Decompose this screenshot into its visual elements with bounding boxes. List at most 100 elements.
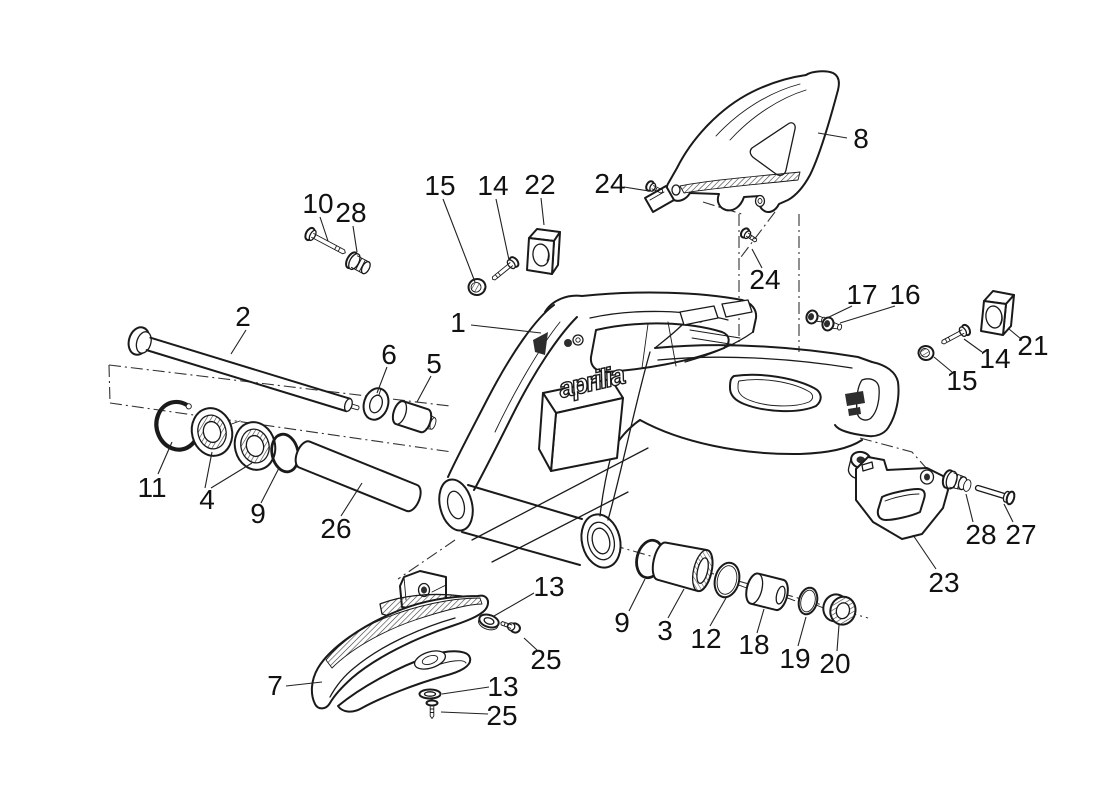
- callout-leader-23: [912, 534, 937, 570]
- callout-label-19: 19: [779, 643, 810, 674]
- callout-leader-24: [623, 186, 650, 192]
- part-15-nut: [917, 344, 935, 362]
- part-18-bushing: [745, 572, 796, 611]
- callout-label-4: 4: [199, 484, 215, 515]
- callout-label-20: 20: [819, 648, 850, 679]
- callout-label-14: 14: [477, 170, 508, 201]
- callout-leader-22: [540, 197, 545, 226]
- callout-leader-21: [1008, 328, 1022, 340]
- callout-leader-15: [933, 356, 953, 373]
- callout-label-10: 10: [302, 188, 333, 219]
- callout-label-9: 9: [614, 607, 630, 638]
- slider-mount-line: [397, 539, 456, 580]
- part-19-ring: [797, 586, 825, 616]
- part-14-bolt: [941, 323, 972, 345]
- callout-label-15: 15: [424, 170, 455, 201]
- callout-leader-10: [319, 216, 329, 242]
- callout-leader-2: [230, 329, 247, 355]
- axle-axis-line: [108, 364, 451, 407]
- callout-label-17: 17: [846, 279, 877, 310]
- part-7-chain-slider: [310, 594, 489, 713]
- part-26-spacer: [294, 440, 422, 513]
- callout-label-11: 11: [137, 472, 166, 503]
- callout-leader-4: [210, 462, 253, 489]
- callout-label-26: 26: [320, 513, 351, 544]
- callout-leader-24: [751, 248, 763, 269]
- callout-label-21: 21: [1017, 330, 1048, 361]
- callout-leader-15: [442, 198, 476, 283]
- callout-label-1: 1: [450, 307, 466, 338]
- part-3-needle-bearing: [651, 541, 714, 593]
- callout-leader-8: [817, 132, 848, 139]
- part-2-wheel-axle: [127, 326, 360, 413]
- callout-leader-14: [963, 338, 983, 353]
- callout-label-28: 28: [965, 519, 996, 550]
- callout-label-12: 12: [690, 623, 721, 654]
- callout-label-13: 13: [533, 571, 564, 602]
- part-10-screw: [304, 226, 346, 255]
- part-15-nut: [467, 277, 487, 297]
- callout-label-24: 24: [749, 264, 780, 295]
- part-20-seal-bushing: [822, 593, 857, 626]
- guard-foot-line: [702, 201, 746, 216]
- callout-leader-13: [493, 592, 535, 617]
- callout-label-5: 5: [426, 348, 442, 379]
- axis-left-edge: [108, 364, 111, 404]
- callout-label-8: 8: [853, 123, 869, 154]
- callout-leader-9: [260, 467, 280, 504]
- callout-leader-11: [157, 441, 173, 475]
- part-16-screw: [821, 316, 843, 332]
- part-12-ring: [713, 561, 748, 599]
- part-24-screw: [739, 227, 758, 243]
- callout-leader-19: [797, 616, 807, 647]
- callout-label-2: 2: [235, 301, 251, 332]
- callout-leader-25: [523, 637, 538, 651]
- part-1-swingarm: [438, 291, 900, 569]
- callout-label-13: 13: [487, 671, 518, 702]
- callout-leader-6: [376, 366, 388, 394]
- part-4-bearing: [190, 407, 241, 457]
- callout-label-22: 22: [524, 169, 555, 200]
- callout-label-28: 28: [335, 197, 366, 228]
- part-27-bolt: [974, 484, 1016, 506]
- part-25-screw: [425, 699, 439, 719]
- callout-label-24: 24: [594, 168, 625, 199]
- callout-leader-4: [204, 451, 213, 489]
- part-8-chain-guard: [644, 70, 840, 213]
- part-21-adjuster-block: [980, 290, 1015, 336]
- callout-leader-17: [826, 305, 853, 319]
- part-13-washer: [418, 688, 442, 700]
- callout-leader-16: [839, 305, 896, 324]
- callout-leader-27: [1003, 503, 1014, 523]
- callout-label-3: 3: [657, 615, 673, 646]
- part-25-screw: [500, 621, 521, 634]
- callout-label-9: 9: [250, 498, 266, 529]
- callout-leader-12: [709, 597, 727, 627]
- callout-leader-28: [352, 225, 358, 253]
- callout-leader-9: [628, 578, 646, 612]
- part-13-washer: [478, 613, 500, 631]
- part-4-bearing: [233, 421, 284, 471]
- part-23-bracket: [855, 456, 949, 540]
- callout-leader-7: [285, 681, 323, 687]
- bearing-axis-line: [109, 402, 453, 453]
- callout-leader-13: [441, 686, 490, 695]
- callout-label-27: 27: [1005, 519, 1036, 550]
- part-6-collar: [362, 387, 390, 421]
- guard-screw-line: [740, 211, 776, 258]
- part-14-bolt: [492, 256, 520, 281]
- callout-label-15: 15: [946, 365, 977, 396]
- callout-label-23: 23: [928, 567, 959, 598]
- callout-leader-20: [836, 624, 840, 652]
- part-28-nut: [345, 251, 371, 275]
- callout-label-7: 7: [267, 670, 283, 701]
- callout-leader-1: [470, 324, 542, 334]
- callout-leader-5: [416, 375, 432, 403]
- callout-leader-26: [340, 482, 363, 517]
- callout-label-16: 16: [889, 279, 920, 310]
- part-22-adjuster-block: [526, 228, 561, 275]
- callout-leader-3: [667, 588, 685, 619]
